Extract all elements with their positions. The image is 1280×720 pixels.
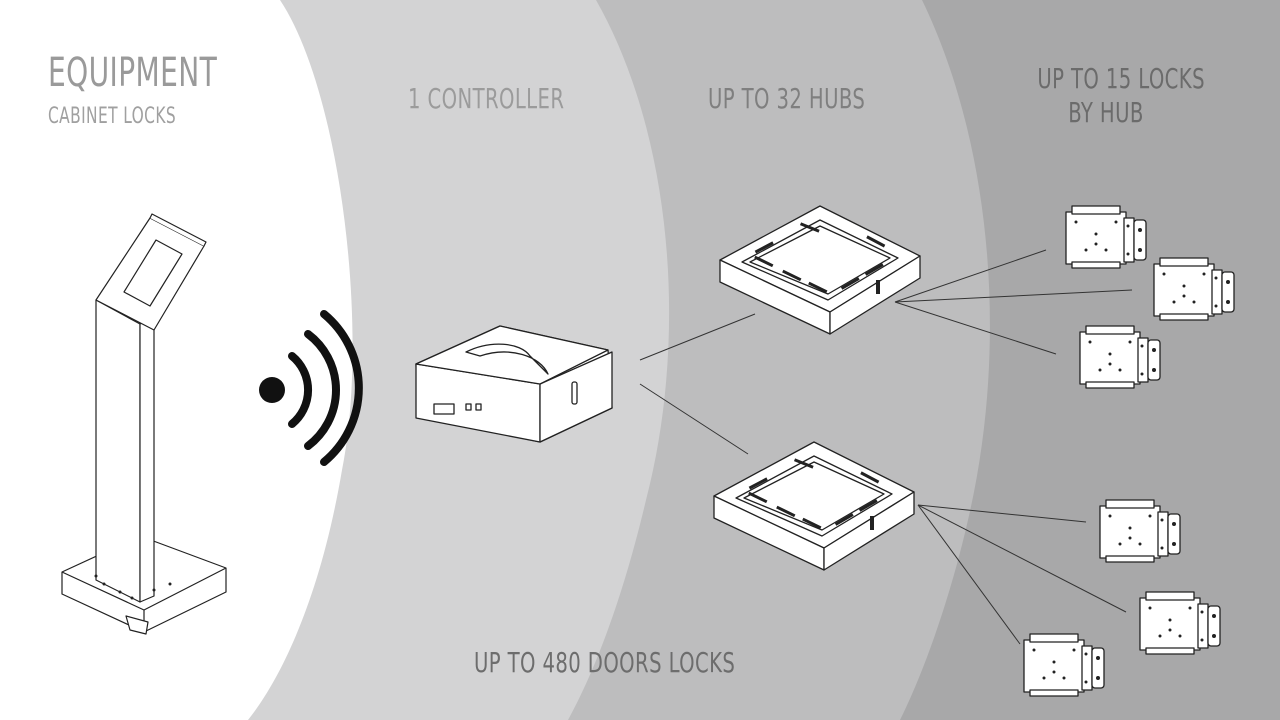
link-hub1-lock2: [894, 289, 1133, 303]
link-hub1-lock3: [894, 301, 1057, 355]
hubs-label: UP TO 32 HUBS: [708, 82, 866, 115]
equipment-title: EQUIPMENT: [48, 50, 218, 96]
lock-2: [1153, 257, 1235, 321]
link-controller-hub1: [639, 313, 756, 361]
lock-3: [1079, 325, 1161, 389]
controller-label: 1 CONTROLLER: [408, 82, 565, 115]
locks-label: UP TO 15 LOCKS BY HUB: [1037, 62, 1205, 130]
locks-label-line2: BY HUB: [1068, 96, 1144, 129]
link-controller-hub2: [639, 383, 749, 455]
lock-1: [1065, 205, 1147, 269]
lock-4: [1099, 499, 1181, 563]
lock-5: [1139, 591, 1221, 655]
link-hub2-lock5: [917, 504, 1127, 613]
locks-label-line1: UP TO 15 LOCKS: [1037, 62, 1205, 95]
total-locks-label: UP TO 480 DOORS LOCKS: [474, 646, 736, 679]
lock-6: [1023, 633, 1105, 697]
link-hub2-lock6: [917, 504, 1021, 645]
link-hub1-lock1: [894, 249, 1047, 303]
equipment-subtitle: CABINET LOCKS: [48, 104, 177, 129]
link-hub2-lock4: [917, 504, 1087, 523]
